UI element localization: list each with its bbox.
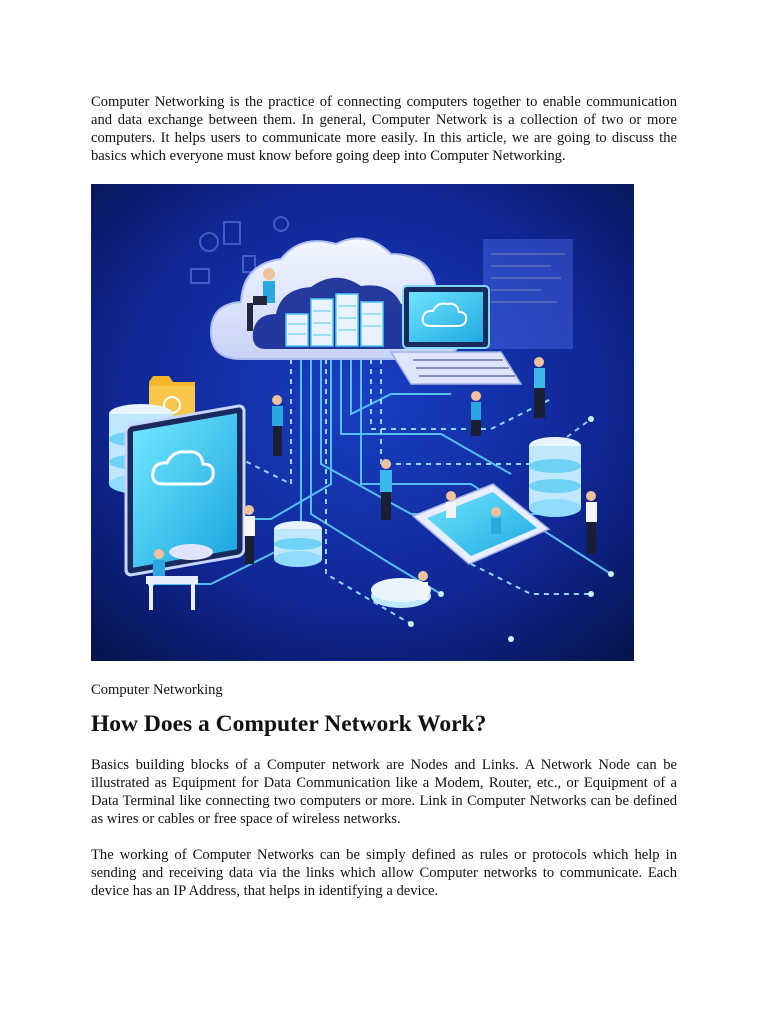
person-near-laptop	[471, 391, 481, 436]
figure-caption: Computer Networking	[91, 682, 223, 698]
person-standing-center	[380, 459, 392, 520]
section-heading: How Does a Computer Network Work?	[91, 711, 487, 737]
database-center	[274, 521, 322, 567]
cloud-server	[209, 237, 465, 360]
intro-paragraph: Computer Networking is the practice of c…	[91, 94, 677, 164]
laptop	[389, 285, 523, 385]
person-desk-bottom-left	[146, 549, 198, 610]
section-paragraph-1: Basics building blocks of a Computer net…	[91, 757, 677, 827]
database-right	[529, 437, 581, 517]
person-standing-right	[534, 357, 545, 418]
smartphone-platform	[411, 483, 551, 565]
monitor	[124, 404, 246, 577]
disc-platform	[371, 571, 431, 608]
person-standing-center-left	[272, 395, 283, 456]
person-standing-far-right	[586, 491, 597, 554]
section-paragraph-2: The working of Computer Networks can be …	[91, 847, 677, 899]
network-illustration	[91, 184, 634, 661]
floating-icons-decoration	[190, 216, 289, 284]
person-standing-bottom-center	[244, 505, 255, 564]
person-on-cloud	[247, 268, 275, 331]
document-page: Computer Networking is the practice of c…	[91, 93, 677, 900]
data-panel-decoration	[483, 239, 573, 349]
